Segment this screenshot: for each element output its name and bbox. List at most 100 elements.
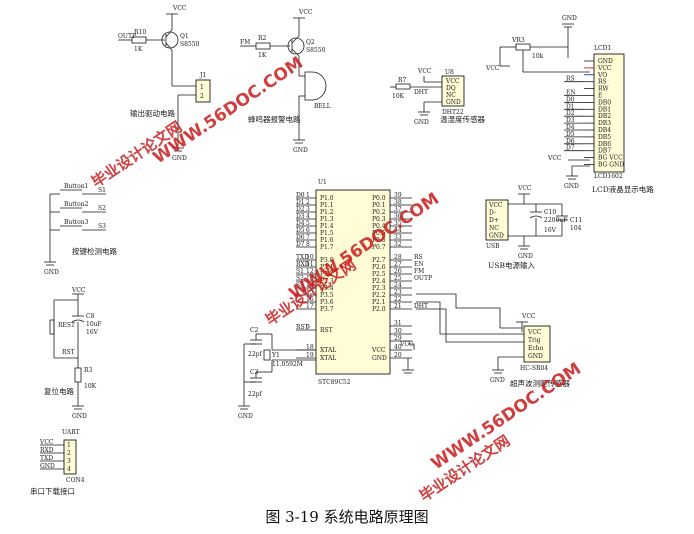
- uart-ref: UART: [62, 429, 80, 436]
- mcu-left-net: RST: [296, 324, 309, 331]
- mcu-right-pin-num: 36: [394, 213, 402, 220]
- output-drive-title: 输出驱动电路: [130, 108, 175, 118]
- lcd-pin-label: DB2: [598, 113, 611, 120]
- mcu-right-pin-name: P2.1: [372, 299, 386, 306]
- mcu-right-pin-num: 33: [394, 234, 402, 241]
- hc-sr04-module: [523, 325, 551, 363]
- mcu-right-pin-name: P2.7: [372, 257, 386, 264]
- mcu-right-pin-num: 29: [394, 335, 402, 342]
- mcu-body: [315, 189, 391, 375]
- mcu-left-pin-name: P3.0: [320, 257, 334, 264]
- mcu-right-pin-name: P2.6: [372, 264, 386, 271]
- mcu-left-pin-num: 1: [306, 192, 310, 199]
- mcu-left-pin-num: 19: [306, 352, 314, 359]
- key-button-label: Button2: [64, 201, 89, 208]
- wire-p22-trig: [416, 301, 524, 335]
- mcu-left-pin-name: P3.7: [320, 306, 334, 313]
- c2-ref: C2: [250, 327, 259, 334]
- j1-pin2: 2: [200, 93, 204, 100]
- reset-circuit: VCC C8 10uF 16V REST RST R3 10K GND 复位电路: [44, 287, 102, 420]
- mcu-left-pin-name: P1.1: [320, 202, 334, 209]
- mcu-left-pin-name: P3.2: [320, 271, 334, 278]
- c10-value: 2200uF: [544, 217, 567, 224]
- lcd-net-label: D1: [566, 103, 575, 110]
- mcu-left-pin-num: 3: [306, 206, 310, 213]
- reset-title: 复位电路: [44, 386, 74, 396]
- dht-pin-nc: NC: [446, 92, 456, 99]
- ultra-part: HC-SR04: [520, 365, 548, 372]
- mcu-right-pin-num: 26: [394, 268, 402, 275]
- mcu-left-pin-num: 7: [306, 234, 310, 241]
- resistor-r2: [255, 42, 271, 50]
- mcu-right-pin-num: 24: [394, 282, 402, 289]
- lcd-net-label: RS: [566, 76, 575, 83]
- mcu-right-pin-num: 27: [394, 261, 402, 268]
- lcd1602-module: [593, 53, 625, 173]
- reset-vcc-label: VCC: [71, 287, 86, 294]
- mcu-left-pin-num: 12: [306, 268, 314, 275]
- mcu-left-pin-name: RST: [320, 327, 333, 334]
- q2-ref: Q2: [306, 39, 315, 46]
- r2-value: 1K: [258, 52, 267, 59]
- mcu-right-pin-num: 21: [394, 303, 402, 310]
- mcu-ref: U1: [318, 179, 327, 186]
- keys-title: 按键检测电路: [72, 246, 117, 256]
- mcu-left-net: D6: [296, 234, 305, 241]
- lcd-net-label: D4: [566, 124, 575, 131]
- mcu-left-pin-num: 15: [306, 289, 314, 296]
- crystal-gnd-label: GND: [238, 413, 253, 420]
- reset-btn-label: REST: [58, 322, 75, 329]
- usb-vcc-label: VCC: [517, 185, 532, 192]
- mcu-right-pin-num: 39: [394, 192, 402, 199]
- y1-ref: Y1: [271, 352, 280, 359]
- key-ref-label: S1: [98, 187, 106, 194]
- mcu-right-pin-num: 37: [394, 206, 402, 213]
- lcd-ref: LCD1: [594, 45, 611, 52]
- uart-pin-num: 3: [67, 458, 71, 465]
- potentiometer-vr3: [515, 43, 531, 51]
- c3-value: 22pf: [248, 391, 262, 398]
- lcd-pin-label: DB6: [598, 141, 611, 148]
- mcu-right-pin-name: P0.6: [372, 237, 386, 244]
- mcu-right-pin-name: P0.4: [372, 223, 386, 230]
- mcu-right-pin-name: P0.0: [372, 195, 386, 202]
- lcd-pin-label: DB4: [598, 127, 611, 134]
- mcu-left-pin-name: P3.1: [320, 264, 334, 271]
- lcd-pin-label: BG GND: [598, 162, 624, 169]
- mcu-right-net: OUTP: [414, 275, 432, 282]
- key-button-label: Button1: [64, 183, 88, 190]
- mcu-right-pin-name: P0.2: [372, 209, 386, 216]
- lcd-title: LCD液晶显示电路: [592, 184, 654, 194]
- mcu-left-net: RXD: [296, 261, 310, 268]
- mcu-left-net: S1: [296, 268, 304, 275]
- lcd-net-label: D2: [566, 110, 575, 117]
- uart-net-label: GND: [40, 463, 55, 470]
- mcu-left-net: D3: [296, 213, 305, 220]
- mcu-left-pin-name: P1.3: [320, 216, 334, 223]
- wire-vcc-mcu: [408, 343, 415, 350]
- buzzer-alarm-circuit: FM R2 1K Q2 S8550 VCC GND BELL 蜂鸣器报警电路: [240, 9, 331, 154]
- usb-pin-label: GND: [489, 232, 504, 239]
- mcu-right-net: RS: [414, 254, 423, 261]
- mcu-right-pin-num: 20: [394, 352, 402, 359]
- mcu-left-pin-name: XTAL: [320, 355, 336, 362]
- output-drive-circuit: OUTP R10 1K Q1 S8550 VCC J1 1 2 GND 输出驱动…: [118, 5, 211, 162]
- mcu-right-net: DHT: [414, 303, 428, 310]
- mcu-left-pin-num: 9: [306, 324, 310, 331]
- net-outp-label: OUTP: [118, 33, 136, 40]
- wire-vcc-ultra: [416, 293, 522, 329]
- wire-p21-echo: [416, 308, 524, 343]
- lcd-pin-label: BG VCC: [598, 155, 623, 162]
- crystal-circuit: C2 22pf C3 22pf GND Y1 11.0592M: [238, 327, 316, 420]
- lcd-pin-label: RW: [598, 86, 609, 93]
- uart-pin-num: 1: [67, 442, 71, 449]
- key-ref-label: S3: [98, 223, 106, 230]
- lcd-pin-label: E: [598, 93, 602, 100]
- lcd-pin-label: VO: [597, 72, 607, 79]
- lcd-top-gnd-label: GND: [562, 15, 577, 22]
- mcu-left-pin-num: 16: [306, 296, 314, 303]
- r7-ref: R7: [398, 77, 407, 84]
- usb-pin-label: D-: [489, 210, 496, 217]
